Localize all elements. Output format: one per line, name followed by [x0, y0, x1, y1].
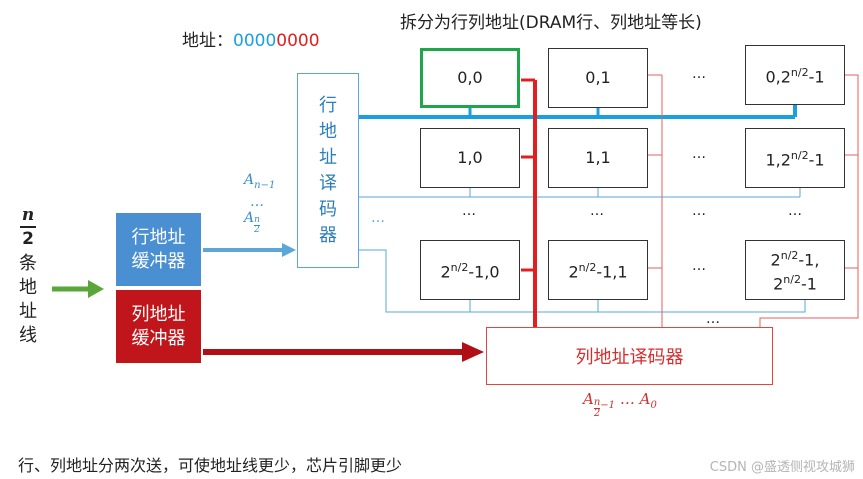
diagram-title: 拆分为行列地址(DRAM行、列地址等长): [400, 13, 702, 33]
cell-1-1: 1,1: [548, 128, 648, 188]
address-row-bits: 0000: [233, 31, 277, 51]
cell-last-1: 2n/2-1,1: [548, 240, 648, 300]
row-decoder: 行地址 译码器: [297, 73, 359, 268]
row-address-buffer: 行地址缓冲器: [116, 213, 201, 286]
col-last-ellipsis: …: [788, 203, 802, 219]
cell-0-last: 0,2n/2-1: [745, 45, 845, 105]
row1-ellipsis: …: [692, 146, 706, 162]
col1-ellipsis: …: [590, 203, 604, 219]
row-ellipsis-left: …: [371, 210, 385, 226]
row0-ellipsis: …: [692, 66, 706, 82]
cell-1-last: 1,2n/2-1: [745, 128, 845, 188]
footer-note: 行、列地址分两次送，可使地址线更少，芯片引脚更少: [18, 456, 403, 475]
col0-ellipsis: …: [462, 203, 476, 219]
address-label: 地址：: [182, 31, 233, 51]
cell-last-last: 2n/2-1, 2n/2-1: [745, 240, 845, 300]
address-col-bits: 0000: [276, 31, 320, 51]
cell-0-0: 0,0: [420, 48, 520, 108]
watermark-text: CSDN @盛透侧视攻城狮: [709, 460, 855, 475]
column-decoder: 列地址译码器: [486, 327, 773, 385]
address-line-count: n 2: [20, 205, 36, 249]
cell-1-0: 1,0: [420, 128, 520, 188]
cell-0-1: 0,1: [548, 48, 648, 108]
column-address-buffer: 列地址缓冲器: [116, 290, 201, 363]
address-line-label: 条地 址线: [19, 253, 37, 346]
address-display: 地址：00000000: [182, 26, 320, 51]
cell-last-0: 2n/2-1,0: [420, 240, 520, 300]
row-last-ellipsis: …: [692, 258, 706, 274]
col2-ellipsis: …: [692, 203, 706, 219]
bottom-ellipsis: …: [706, 311, 720, 327]
